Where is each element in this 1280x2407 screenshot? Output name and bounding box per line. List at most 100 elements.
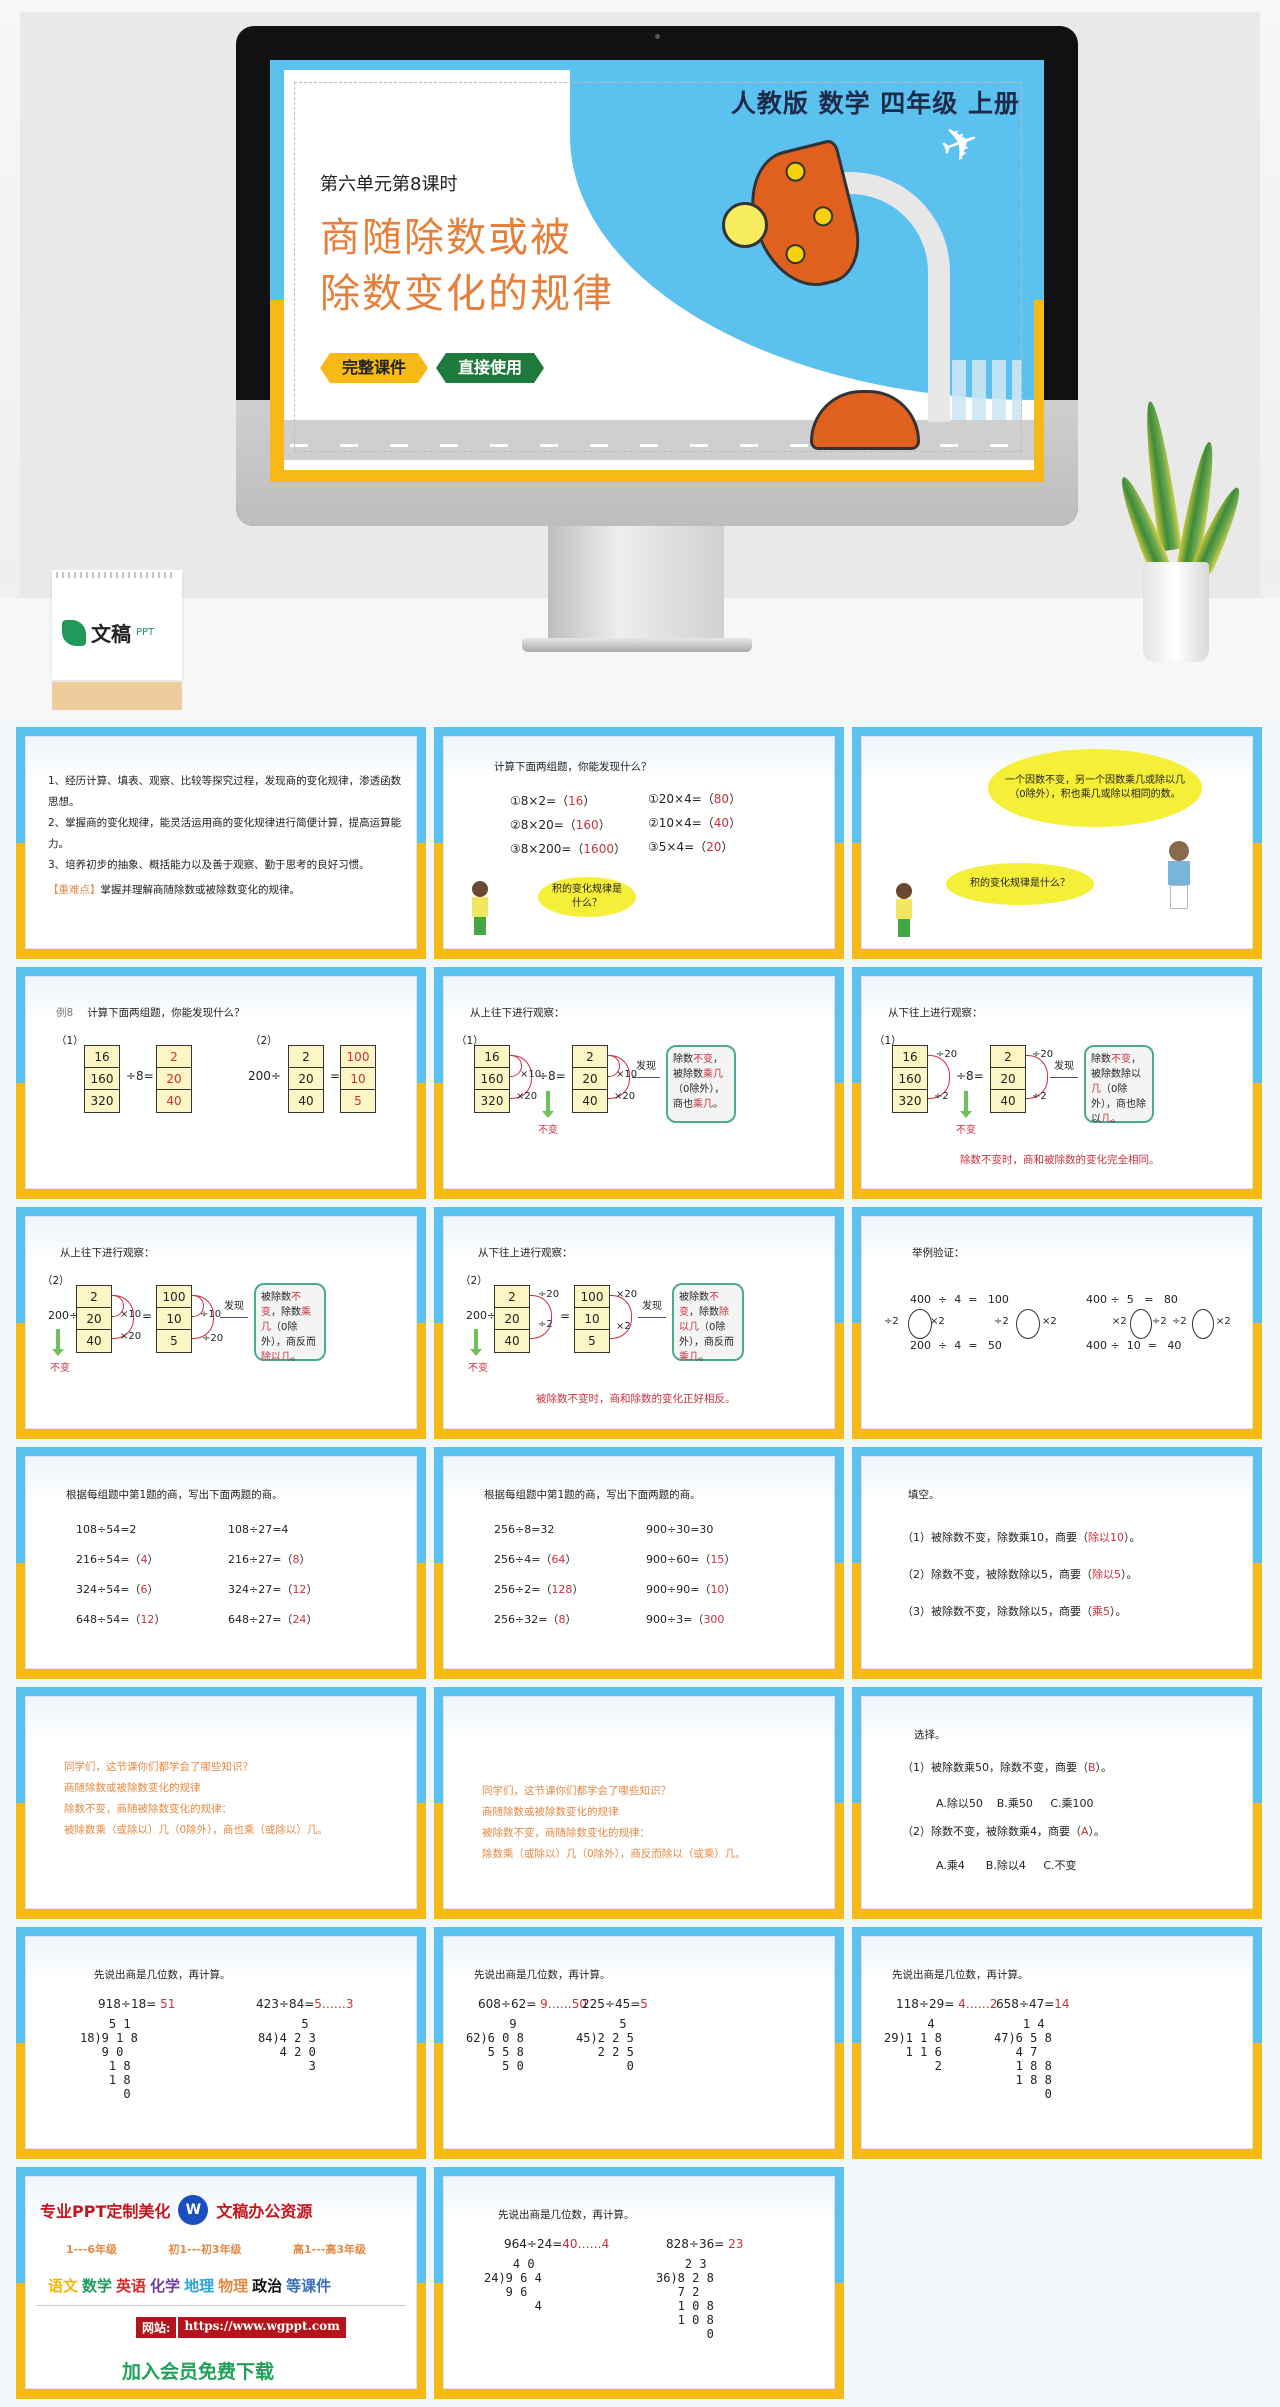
lamp-dot (811, 204, 836, 229)
equation-answer: 16 (568, 794, 584, 808)
direct-use-button[interactable]: 直接使用 (436, 353, 544, 383)
summary-line: 除数乘（或除以）几（0除外），商反而除以（或乘）几。 (482, 1848, 746, 1860)
thought-bubble: 积的变化规律是什么？ (538, 877, 636, 917)
calc-a-expression: 918÷18= 51 (98, 1997, 176, 2011)
summary-text: 被除数不变时，商和除数的变化正好相反。 (536, 1393, 736, 1405)
operation-label: ÷2 (1152, 1316, 1167, 1327)
calendar-rings (56, 572, 176, 578)
slide-prompt: 先说出商是几位数，再计算。 (892, 1969, 1029, 1981)
subject: 英语 (116, 2277, 147, 2295)
full-courseware-button[interactable]: 完整课件 (320, 353, 428, 383)
calc-b-expression: 225÷45=5 (582, 1997, 648, 2011)
curved-arrow-icon (530, 1295, 552, 1339)
equation: ②8×20=（160） (510, 813, 626, 837)
lamp-dot (783, 242, 808, 267)
operation-label: ÷2 (1032, 1091, 1047, 1102)
ad-grades: 1---6年级 初1---初3年级 高1---高3年级 (66, 2241, 366, 2257)
slide-prompt: 先说出商是几位数，再计算。 (474, 1969, 611, 1981)
group-label: （1） (456, 1035, 484, 1047)
slide-practice-1[interactable]: 根据每组题中第1题的商，写出下面两题的商。 108÷54=2 216÷54=（4… (16, 1447, 426, 1679)
group-label: （1） (874, 1035, 902, 1047)
slide-fill-blanks[interactable]: 填空。 （1）被除数不变，除数乘10，商要（除以10）。 （2）除数不变，被除数… (852, 1447, 1262, 1679)
operation-label: ÷20 (936, 1049, 958, 1060)
slide-prompt: 计算下面两组题，你能发现什么？ (494, 761, 652, 773)
operation-label: ×2 (1216, 1316, 1231, 1327)
website-link[interactable]: 网站: https://www.wgppt.com (136, 2317, 346, 2338)
key-point-text: 掌握并理解商随除数或被除数变化的规律。 (100, 884, 301, 896)
group-label: （2） (42, 1275, 70, 1287)
slide-advertisement[interactable]: 专业PPT定制美化 W 文稿办公资源 1---6年级 初1---初3年级 高1-… (16, 2167, 426, 2399)
long-division-a: 4 0 24)9 6 4 9 6 4 (484, 2257, 542, 2313)
conclusion-box: 除数不变，被除数除以几（0除外），商也除以几。 (1084, 1045, 1154, 1125)
slide-heading: 从下往上进行观察： (478, 1247, 573, 1259)
equation-close: ） (721, 840, 734, 854)
long-division-a: 4 29)1 1 8 1 1 6 2 (884, 2017, 942, 2073)
unchanged-label: 不变 (538, 1125, 558, 1136)
slide-objectives[interactable]: 1、经历计算、填表、观察、比较等探究过程，发现商的变化规律，渗透函数思想。 2、… (16, 727, 426, 959)
operation-label: ×10 (120, 1309, 142, 1320)
slide-calc-4[interactable]: 先说出商是几位数，再计算。 964÷24=40……4 4 0 24)9 6 4 … (434, 2167, 844, 2399)
unit-label: 第六单元第8课时 (320, 174, 458, 195)
calc-b-expression: 828÷36= 23 (666, 2237, 744, 2251)
slide-verify[interactable]: 举例验证： 400 ÷ 4 = 100 200 ÷ 4 = 50 ÷2 ×2 ÷… (852, 1207, 1262, 1439)
equation-close: ） (598, 818, 611, 832)
equation: ①20×4=（80） (648, 787, 741, 811)
join-member-cta[interactable]: 加入会员免费下载 (122, 2361, 275, 2383)
slide-prompt: 先说出商是几位数，再计算。 (94, 1969, 231, 1981)
ad-right-title: 文稿办公资源 (216, 2202, 313, 2221)
curved-arrow-icon (1016, 1309, 1040, 1339)
slide-multiple-choice[interactable]: 选择。 （1）被除数乘50，除数不变，商要（B）。 A.除以50 B.乘50 C… (852, 1687, 1262, 1919)
curved-arrow-icon (1192, 1309, 1214, 1339)
equation: 324÷27=（12） (228, 1583, 318, 1596)
equation: ②10×4=（40） (648, 811, 741, 835)
question-1: （1）被除数乘50，除数不变，商要（B）。 (902, 1761, 1113, 1774)
summary-lines: 同学们，这节课你们都学会了哪些知识？ 商随除数或被除数变化的规律 被除数不变，商… (482, 1781, 746, 1865)
slide-product-rule[interactable]: 一个因数不变，另一个因数乘几或除以几（0除外），积也乘几或除以相同的数。 积的变… (852, 727, 1262, 959)
girl-thought-bubble: 积的变化规律是什么？ (946, 863, 1094, 905)
slide-calc-2[interactable]: 先说出商是几位数，再计算。 608÷62= 9……50 9 62)6 0 8 5… (434, 1927, 844, 2159)
grade-range: 高1---高3年级 (292, 2243, 366, 2256)
conclusion-box: 被除数不变，除数乘几（0除外），商反而除以几。 (254, 1283, 326, 1363)
objective-item: 2、掌握商的变化规律，能灵活运用商的变化规律进行简便计算，提高运算能力。 (48, 817, 402, 850)
operation-label: ÷2 (934, 1091, 949, 1102)
subject: 语文 (48, 2277, 79, 2295)
fill-item: （3）被除数不变，除数除以5，商要（乘5）。 (902, 1605, 1127, 1618)
slide-calc-1[interactable]: 先说出商是几位数，再计算。 918÷18= 51 5 1 18)9 1 8 9 … (16, 1927, 426, 2159)
operation-label: ÷2 (884, 1316, 899, 1327)
website-url[interactable]: https://www.wgppt.com (178, 2317, 346, 2338)
slide-summary-2[interactable]: 同学们，这节课你们都学会了哪些知识？ 商随除数或被除数变化的规律 被除数不变，商… (434, 1687, 844, 1919)
equation-answer: 1600 (583, 842, 614, 856)
operation-label: ÷2 (538, 1319, 553, 1330)
brand-logo: 文稿 PPT (62, 618, 154, 647)
slide-practice-2[interactable]: 根据每组题中第1题的商，写出下面两题的商。 256÷8=32 256÷4=（64… (434, 1447, 844, 1679)
group-label: （2） (250, 1035, 278, 1047)
slide-summary-1[interactable]: 同学们，这节课你们都学会了哪些知识？ 商随除数或被除数变化的规律 除数不变，商随… (16, 1687, 426, 1919)
long-division-b: 5 45)2 2 5 2 2 5 0 (576, 2017, 634, 2073)
operator: ÷8= (956, 1069, 984, 1083)
slide-calc-3[interactable]: 先说出商是几位数，再计算。 118÷29= 4……2 4 29)1 1 8 1 … (852, 1927, 1262, 2159)
equation: 648÷27=（24） (228, 1613, 318, 1626)
practice-left-column: 256÷8=32 256÷4=（64） 256÷2=（128） 256÷32=（… (494, 1515, 583, 1635)
slide-review-product[interactable]: 计算下面两组题，你能发现什么？ ①8×2=（16） ②8×20=（160） ③8… (434, 727, 844, 959)
calc-a-expression: 964÷24=40……4 (504, 2237, 610, 2251)
equation-close: ） (583, 794, 596, 808)
equation: 256÷4=（64） (494, 1553, 577, 1566)
operation-label: ÷20 (1032, 1049, 1054, 1060)
cover-title-line2: 除数变化的规律 (320, 271, 614, 317)
subject: 物理 (218, 2277, 249, 2295)
equation: 324÷54=（6） (76, 1583, 159, 1596)
arrow-right-icon (220, 1317, 248, 1318)
equation-expr: ①20×4=（ (648, 792, 714, 806)
website-label: 网站: (136, 2317, 177, 2338)
